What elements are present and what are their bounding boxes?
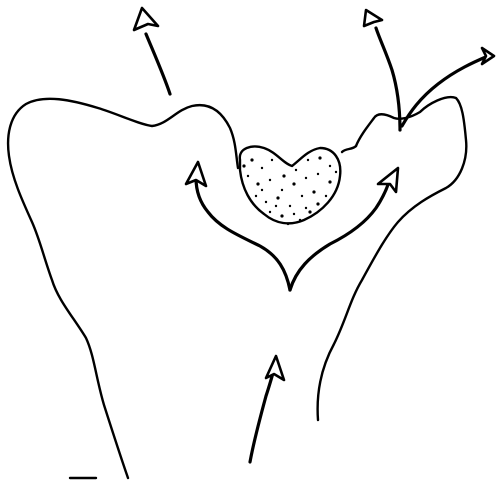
stipple-dot [293,213,295,215]
stipple-dot [308,210,311,213]
stipple-dot [255,195,257,197]
arrowhead-top-left [134,8,158,30]
left-outline [8,99,238,478]
stipple-dot [301,195,303,197]
stipple-dot [312,190,315,193]
stipple-dot [307,159,309,161]
stipple-dot [292,182,295,185]
stipple-dot [329,165,331,167]
arrowhead-top-right [482,48,494,64]
stipple-dot [325,195,327,197]
stipple-dot [299,219,301,221]
stipple-dot [335,171,337,173]
stipple-dot [276,196,279,199]
stipple-dot [261,189,263,191]
stipple-dot [271,159,273,161]
stippled-blob [240,147,340,224]
stipple-dot [247,175,249,177]
right-outline-bump [342,146,356,152]
stipple-dot [316,202,319,205]
stipple-dot [318,156,321,159]
arrowhead-top-middle [364,10,382,26]
stipple-dot [305,207,307,209]
stipple-dot [295,169,297,171]
stipple-dot [287,223,289,225]
stipple-dot [265,201,267,203]
stipple-dot [282,174,285,177]
arrow-top-left-shaft [146,34,170,94]
stipple-dot [280,214,283,217]
arrow-bottom-shaft [250,370,274,462]
v-curve-right-branch [290,178,390,290]
stipple-dot [261,167,263,169]
stipple-dot [269,211,271,213]
v-curve-left-branch [196,178,290,290]
right-outline [318,97,467,420]
stipple-dot [269,179,271,181]
stipple-dot [250,158,253,161]
stipple-dot [275,205,277,207]
stipple-dot [305,177,307,179]
stipple-dot [289,205,291,207]
stipple-dot [256,182,259,185]
stipple-dot [242,164,245,167]
stipple-dot [328,180,331,183]
stipple-dots [242,156,337,225]
stipple-dot [317,173,319,175]
arrowhead-bottom [266,356,284,380]
stipple-dot [281,189,283,191]
